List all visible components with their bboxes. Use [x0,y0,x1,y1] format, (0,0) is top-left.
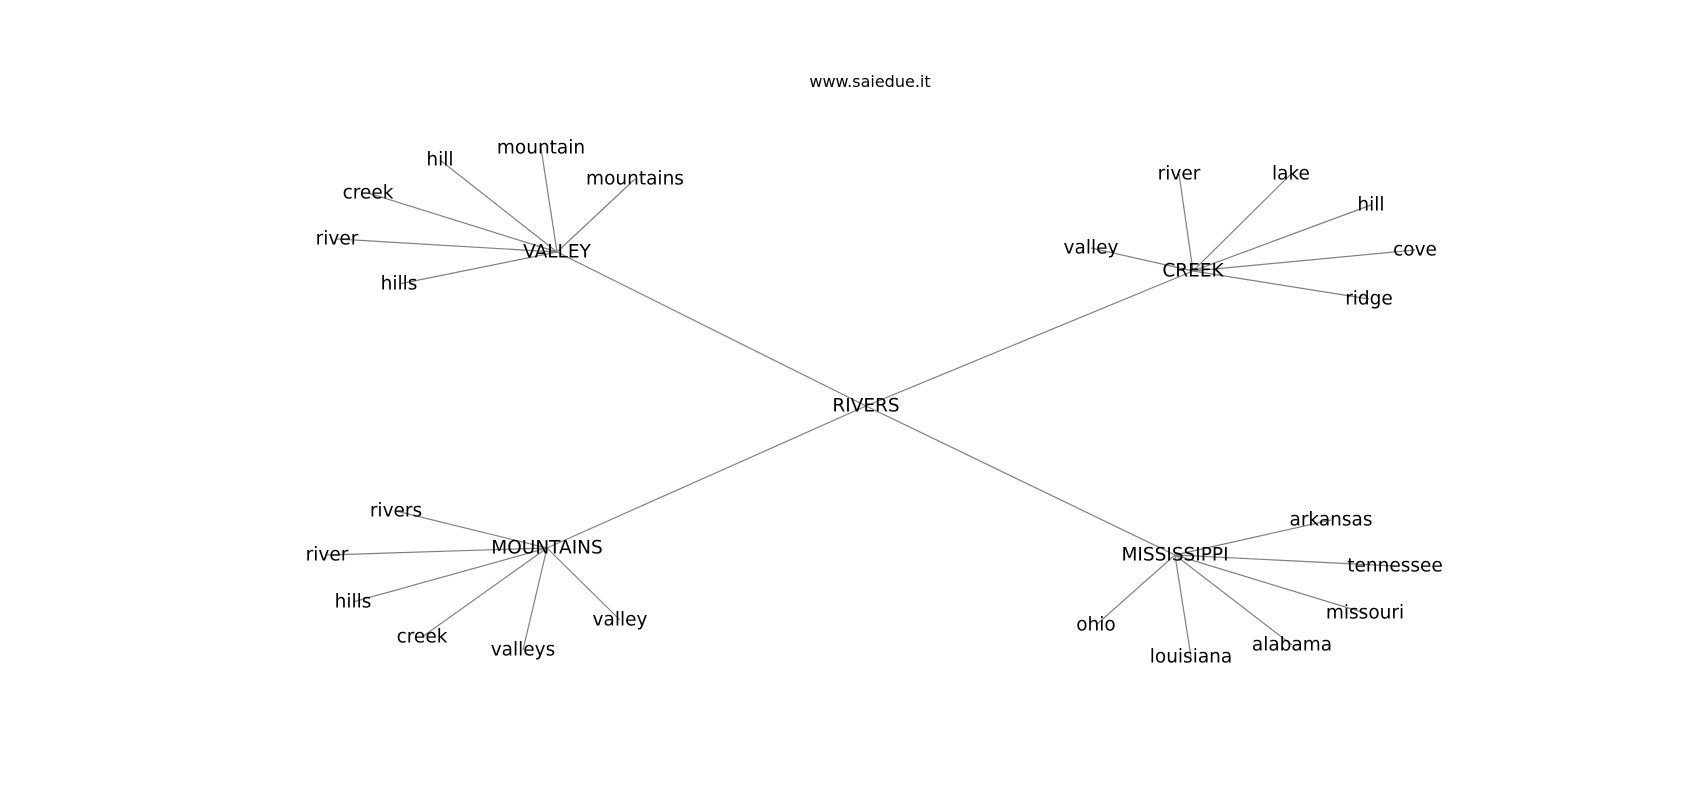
node-leaf-valley-hill: hill [426,150,453,171]
edge-valley-river [336,238,558,253]
edge-valley-mountain [540,147,558,253]
edge-valley-hills [398,251,558,285]
node-leaf-creek-river: river [1158,164,1201,185]
node-leaf-mississippi-louisiana: louisiana [1150,647,1233,668]
node-hub-valley: VALLEY [523,242,591,263]
edge-mountains-rivers [395,510,548,549]
node-leaf-mountains-river: river [306,545,349,566]
node-leaf-valley-mountain: mountain [497,138,585,159]
watermark-title: www.saiedue.it [809,72,931,91]
node-leaf-mountains-valley: valley [593,610,648,631]
edge-rivers-creek [865,270,1194,407]
edge-mountains-valleys [522,547,548,651]
edge-mississippi-tennessee [1174,554,1396,567]
edge-mississippi-alabama [1174,554,1293,646]
edge-creek-cove [1192,249,1416,272]
node-leaf-creek-lake: lake [1272,164,1310,185]
edge-mountains-valley [546,547,621,621]
node-hub-mississippi: MISSISSIPPI [1121,545,1228,566]
node-leaf-creek-ridge: ridge [1345,289,1393,310]
node-leaf-mississippi-arkansas: arkansas [1289,510,1372,531]
node-leaf-mississippi-ohio: ohio [1076,615,1116,636]
edge-rivers-valley [556,251,867,407]
node-hub-mountains: MOUNTAINS [491,538,602,559]
edge-rivers-mountains [546,405,867,549]
node-leaf-mississippi-tennessee: tennessee [1347,556,1443,577]
node-leaf-valley-river: river [316,229,359,250]
edge-mississippi-ohio [1095,554,1176,626]
edge-valley-creek [367,192,558,253]
node-leaf-valley-hills: hills [381,274,418,295]
node-leaf-mississippi-alabama: alabama [1252,635,1332,656]
edge-mississippi-missouri [1174,554,1366,614]
edge-mississippi-louisiana [1174,554,1192,658]
edge-mountains-river [326,547,548,556]
edge-rivers-mississippi [865,405,1176,556]
node-leaf-valley-mountains: mountains [586,169,684,190]
node-hub-creek: CREEK [1162,261,1224,282]
edge-valley-mountains [556,178,636,253]
node-leaf-creek-valley: valley [1064,238,1119,259]
edge-creek-river [1178,173,1194,272]
edge-layer [326,147,1416,658]
node-leaf-mountains-hills: hills [335,592,372,613]
node-leaf-mountains-creek: creek [397,627,448,648]
node-center-rivers: RIVERS [832,396,899,417]
edge-mountains-creek [421,547,548,638]
edge-valley-hill [439,159,558,253]
edge-creek-hill [1192,204,1372,272]
node-leaf-mississippi-missouri: missouri [1326,603,1404,624]
edge-creek-valley [1090,247,1194,272]
node-leaf-creek-hill: hill [1357,195,1384,216]
edge-mississippi-arkansas [1174,519,1332,556]
node-leaf-valley-creek: creek [343,183,394,204]
node-leaf-mountains-valleys: valleys [491,640,556,661]
edge-mountains-hills [352,547,548,603]
edge-creek-ridge [1192,270,1370,300]
edge-creek-lake [1192,173,1292,272]
node-leaf-mountains-rivers: rivers [370,501,422,522]
node-leaf-creek-cove: cove [1393,240,1437,261]
